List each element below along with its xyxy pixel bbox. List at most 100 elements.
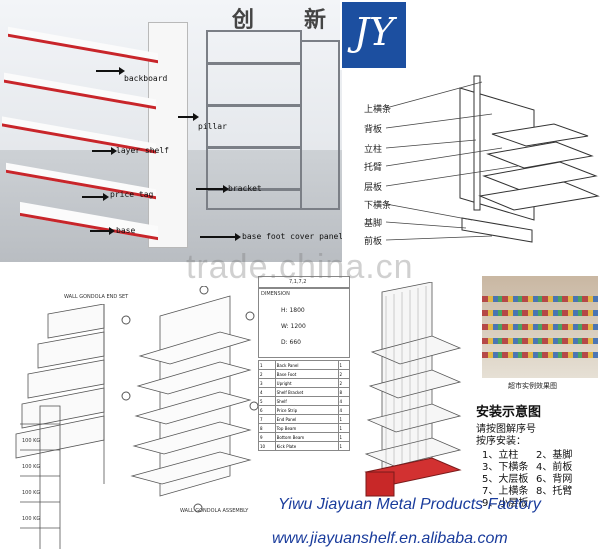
install-lead: 按序安装： bbox=[476, 436, 526, 447]
parts-table-cell: 5 bbox=[258, 396, 276, 406]
parts-table-cell: 1 bbox=[337, 360, 351, 370]
install-step: 5、大层板 bbox=[482, 474, 529, 485]
parts-table-cell: 8 bbox=[258, 423, 276, 433]
install-step: 7、上横条 bbox=[482, 486, 529, 497]
parts-table-cell: Shelf Bracket bbox=[274, 387, 339, 397]
weight-label: 100 KG bbox=[22, 464, 41, 470]
sketch-label: 基脚 bbox=[364, 219, 383, 229]
dimension-w: W: 1200 bbox=[281, 323, 306, 330]
install-step: 9、小层板 bbox=[482, 498, 529, 509]
background-char: 新 bbox=[304, 8, 327, 33]
arrow-icon bbox=[82, 193, 109, 201]
parts-table-cell: 1 bbox=[337, 414, 351, 424]
background-char: 创 bbox=[232, 8, 255, 33]
shelf-sketch: 上横条 背板 立柱 托臂 层板 下横条 基脚 前板 bbox=[342, 70, 600, 262]
parts-table-cell: Base Foot bbox=[274, 369, 339, 379]
store-example-photo bbox=[482, 276, 598, 378]
dimension-box: DIMENSION H: 1800 W: 1200 D: 660 bbox=[258, 288, 350, 358]
jy-logo: JY bbox=[340, 0, 408, 70]
label-backboard: backboard bbox=[124, 74, 168, 83]
spec-code: 7,1,7,2 bbox=[289, 279, 307, 285]
background-rack bbox=[206, 30, 302, 210]
parts-table-cell: Bottom Beam bbox=[274, 432, 339, 442]
parts-table-cell: End Panel bbox=[274, 414, 339, 424]
parts-table-cell: 4 bbox=[337, 405, 351, 415]
sketch-drawing bbox=[385, 75, 600, 243]
install-step: 6、背网 bbox=[536, 474, 573, 485]
dimension-title: DIMENSION bbox=[261, 291, 290, 297]
parts-table-cell: Upright bbox=[274, 378, 339, 388]
label-bracket: bracket bbox=[228, 184, 262, 193]
parts-table-cell: 2 bbox=[337, 378, 351, 388]
parts-table-cell: 4 bbox=[258, 387, 276, 397]
parts-table-cell: 7 bbox=[258, 414, 276, 424]
sketch-label: 层板 bbox=[364, 183, 383, 193]
parts-table-cell: 1 bbox=[258, 360, 276, 370]
install-title: 安装示意图 bbox=[476, 405, 542, 420]
parts-table-cell: 6 bbox=[258, 405, 276, 415]
label-price-tag: price tag bbox=[110, 190, 154, 199]
factory-name: Yiwu Jiayuan Metal Products Factory bbox=[278, 496, 541, 513]
side-elevation-drawing bbox=[20, 405, 61, 549]
technical-drawings: WALL GONDOLA END SET 100 KG 100 KG 100 K… bbox=[0, 268, 600, 549]
parts-table-cell: 10 bbox=[258, 441, 276, 451]
parts-table-cell: Price Strip bbox=[274, 405, 339, 415]
sketch-label: 前板 bbox=[364, 237, 383, 247]
parts-table-cell: 2 bbox=[258, 369, 276, 379]
parts-table-cell: Back Panel bbox=[274, 360, 339, 370]
weight-label: 100 KG bbox=[22, 516, 41, 522]
parts-table-cell: Shelf bbox=[274, 396, 339, 406]
dimension-d: D: 660 bbox=[281, 339, 302, 346]
install-diagram bbox=[364, 282, 462, 497]
parts-table-cell: 1 bbox=[337, 432, 351, 442]
parts-table-cell: Kick Plate bbox=[274, 441, 339, 451]
parts-table-cell: 2 bbox=[337, 369, 351, 379]
logo-text: JY bbox=[353, 10, 395, 54]
parts-table-cell: Top Beam bbox=[274, 423, 339, 433]
website-link[interactable]: www.jiayuanshelf.en.alibaba.com bbox=[272, 530, 508, 547]
parts-table-cell: 4 bbox=[337, 396, 351, 406]
label-pillar: pillar bbox=[198, 122, 227, 131]
sketch-label: 立柱 bbox=[364, 145, 383, 155]
arrow-icon bbox=[200, 233, 241, 241]
product-photo: 创 新 backboard pillar layer shelf bracket… bbox=[0, 0, 342, 262]
parts-table-cell: 1 bbox=[337, 441, 351, 451]
install-step: 4、前板 bbox=[536, 462, 573, 473]
arrow-icon bbox=[96, 67, 125, 75]
parts-table-cell: 1 bbox=[337, 423, 351, 433]
background-rack bbox=[300, 40, 340, 210]
sketch-label: 托臂 bbox=[364, 163, 383, 173]
sketch-label: 上横条 bbox=[364, 105, 392, 115]
parts-table-cell: 3 bbox=[258, 378, 276, 388]
sketch-label: 下横条 bbox=[364, 201, 392, 211]
sketch-label: 背板 bbox=[364, 125, 383, 135]
install-subtitle: 请按图解序号 bbox=[476, 424, 536, 435]
arrow-icon bbox=[92, 147, 117, 155]
drawing-title: WALL GONDOLA END SET bbox=[64, 294, 129, 300]
weight-label: 100 KG bbox=[22, 438, 41, 444]
parts-table-cell: 8 bbox=[337, 387, 351, 397]
arrow-icon bbox=[196, 185, 229, 193]
watermark: trade.china.cn bbox=[186, 248, 414, 286]
install-step: 1、立柱 bbox=[482, 450, 519, 461]
weight-label: 100 KG bbox=[22, 490, 41, 496]
dimension-h: H: 1800 bbox=[281, 307, 305, 314]
parts-table-cell: 9 bbox=[258, 432, 276, 442]
label-base: base bbox=[116, 226, 136, 235]
label-layer-shelf: layer shelf bbox=[116, 146, 169, 155]
install-step: 3、下横条 bbox=[482, 462, 529, 473]
arrow-icon bbox=[178, 113, 199, 121]
install-step: 8、托臂 bbox=[536, 486, 573, 497]
arrow-icon bbox=[90, 227, 115, 235]
assembly-label: WALL GONDOLA ASSEMBLY bbox=[180, 508, 249, 514]
